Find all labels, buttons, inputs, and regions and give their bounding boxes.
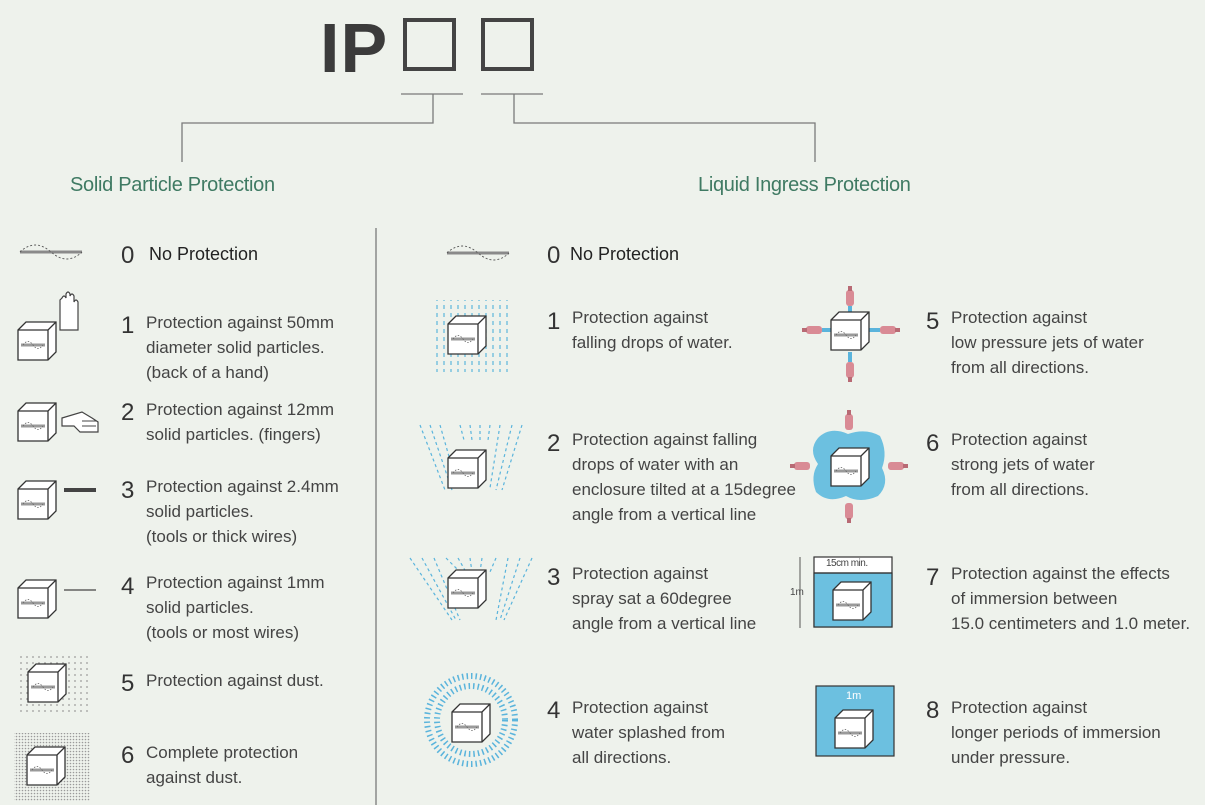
solid-code-1: 1 xyxy=(121,312,135,339)
connector-lines xyxy=(181,93,816,805)
splash-icon xyxy=(424,673,518,767)
finger-icon xyxy=(16,401,99,443)
liquid-code-4: 4 xyxy=(547,697,561,724)
thick-wire-icon xyxy=(16,479,96,521)
solid-code-6: 6 xyxy=(121,742,135,769)
thin-wire-icon xyxy=(16,578,96,620)
solid-code-0: 0 xyxy=(121,242,135,269)
solid-code-2: 2 xyxy=(121,399,135,426)
liquid-code-0: 0 xyxy=(547,242,561,269)
spray-icon xyxy=(409,557,533,621)
second-digit-box xyxy=(481,18,534,71)
hand-icon xyxy=(16,291,79,362)
liquid-code-7: 7 xyxy=(926,564,940,591)
falling-drops-icon xyxy=(434,300,510,372)
liquid-code-8: 8 xyxy=(926,697,940,724)
deep-depth-label: 1m xyxy=(846,690,862,702)
solid-code-3: 3 xyxy=(121,477,135,504)
liquid-code-2: 2 xyxy=(547,430,561,457)
first-digit-box xyxy=(403,18,456,71)
liquid-desc-0: No Protection xyxy=(570,244,680,264)
liquid-section-title: Liquid Ingress Protection xyxy=(698,174,911,196)
liquid-code-1: 1 xyxy=(547,308,561,335)
tank-height-label: 1m xyxy=(790,587,804,598)
tank-depth-label: 15cm min. xyxy=(826,558,868,569)
dust-icon xyxy=(16,652,90,716)
strong-jets-icon xyxy=(790,410,908,523)
liquid-code-6: 6 xyxy=(926,430,940,457)
solid-code-5: 5 xyxy=(121,670,135,697)
no-protection-wave-icon xyxy=(18,243,84,261)
solid-section-title: Solid Particle Protection xyxy=(70,174,275,196)
liquid-code-3: 3 xyxy=(547,564,561,591)
immersion-tank-icon xyxy=(799,556,893,628)
solid-desc-5: Protection against dust. xyxy=(146,671,324,690)
ip-title: IP xyxy=(320,9,389,87)
liquid-code-5: 5 xyxy=(926,308,940,335)
tilted-drops-icon xyxy=(419,424,523,491)
deep-immersion-icon xyxy=(815,685,895,757)
solid-desc-0: No Protection xyxy=(149,244,259,264)
solid-code-4: 4 xyxy=(121,573,135,600)
low-pressure-jets-icon xyxy=(802,286,900,382)
liquid-no-protection-wave-icon xyxy=(445,244,511,262)
complete-dust-icon xyxy=(14,733,90,801)
